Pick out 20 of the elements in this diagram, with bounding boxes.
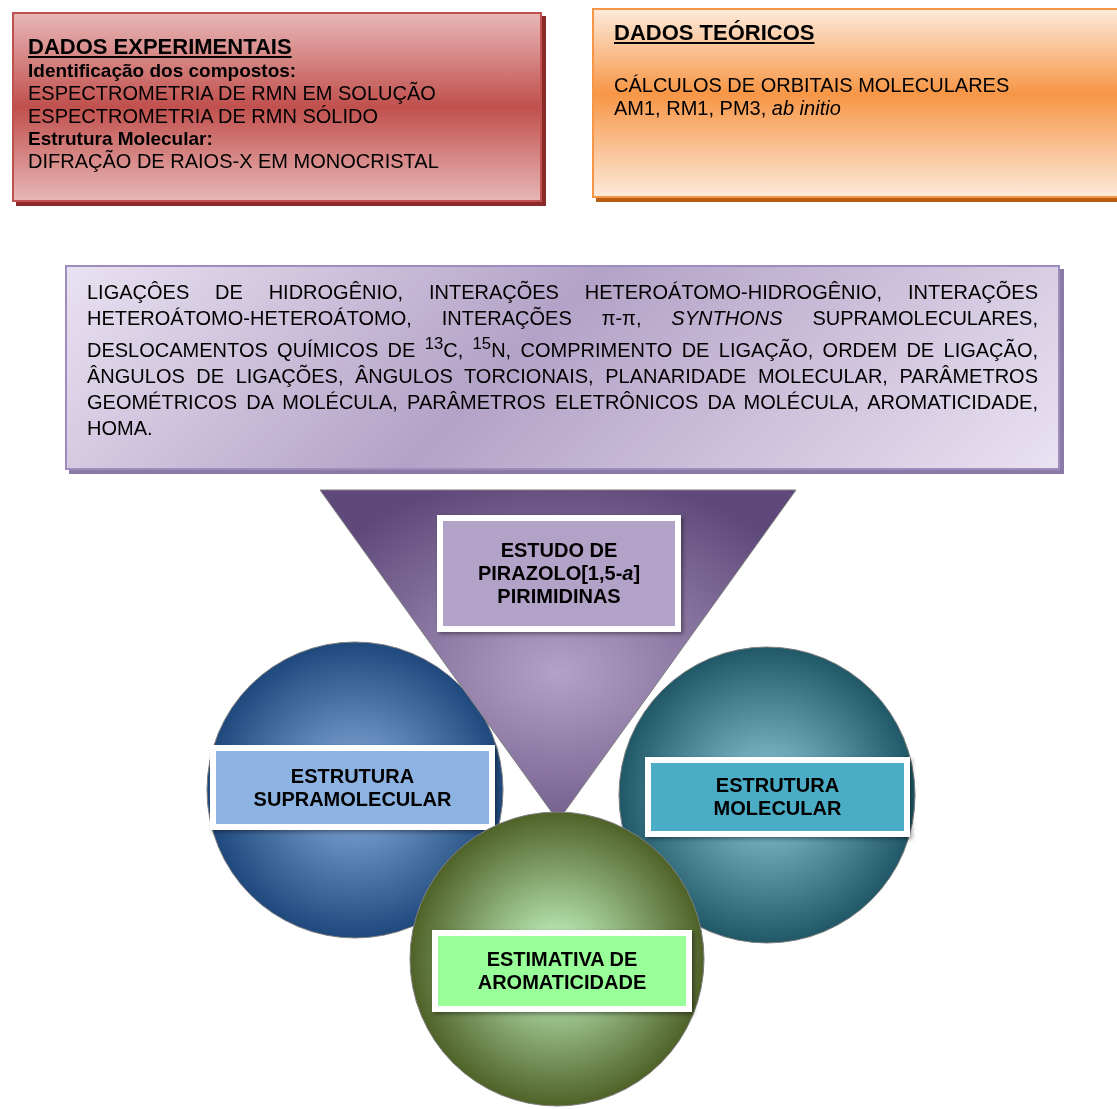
label-text: ESTRUTURA SUPRAMOLECULAR <box>252 764 453 811</box>
topic-label <box>432 930 692 1012</box>
label-text: ESTIMATIVA DE AROMATICIDADE <box>476 948 648 994</box>
text-line: DIFRAÇÃO DE RAIOS-X EM MONOCRISTAL <box>28 150 440 173</box>
topic-label <box>210 745 495 830</box>
topic-label <box>437 515 681 632</box>
circle-shape <box>408 810 706 1108</box>
text-line: CÁLCULOS DE ORBITAIS MOLECULARES <box>614 74 1011 97</box>
subheading: Identificação dos compostos: <box>28 60 298 82</box>
topic-label <box>645 757 910 837</box>
heading: DADOS TEÓRICOS <box>614 20 816 46</box>
text-line: ESPECTROMETRIA DE RMN EM SOLUÇÃO <box>28 82 437 105</box>
text-line: ESPECTROMETRIA DE RMN SÓLIDO <box>28 105 380 128</box>
text-line: AM1, RM1, PM3, ab initio <box>614 97 842 120</box>
paragraph: LIGAÇÔES DE HIDROGÊNIO, INTERAÇÕES HETEROÁTOMO-HIDROGÊNIO, INTERAÇÕES HETEROÁTOMO-HETEROÁTOMO, INTERAÇÕES π-π, SYNTHONS SUPRAMOLECULARES, DESLOCAMENTOS QUÍMICOS DE $^{13}$C, $^{15}$N, COMPRIMENTO DE LIGAÇÃO, ORDEM DE LIGAÇÃO, ÂNGULOS DE LIGAÇÕES, ÂNGULOS TORCIONAIS, PLANARIDADE MOLECULAR, PARÂMETROS GEOMÉTRICOS DA MOLÉCULA, PARÂMETROS ELETRÔNICOS DA MOLÉCULA, AROMATICIDADE, HOMA. <box>87 279 1038 441</box>
heading: DADOS EXPERIMENTAIS <box>28 34 293 60</box>
label-text: ESTUDO DE PIRAZOLO[1,5-a] PIRIMIDINAS <box>476 539 642 608</box>
circle-shape <box>617 645 917 945</box>
label-text: ESTRUTURA MOLECULAR <box>712 774 843 820</box>
subheading: Estrutura Molecular: <box>28 128 214 149</box>
